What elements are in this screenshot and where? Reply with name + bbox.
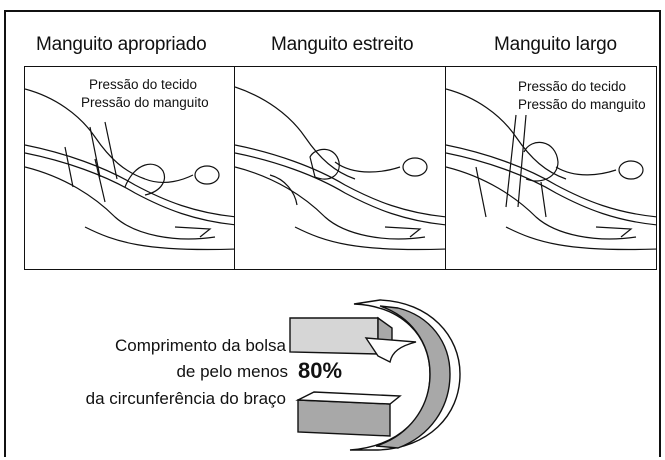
caption-line-1: Comprimento da bolsa	[114, 336, 286, 355]
forearm-outline	[84, 226, 235, 251]
narrow-bladder	[309, 148, 340, 180]
pressure-pointer-lines	[89, 121, 118, 180]
arm-illustration-appropriate	[25, 88, 235, 251]
cuff-edge-lines	[64, 146, 106, 203]
cuff-bladder-illustration	[289, 299, 461, 451]
bladder-outline	[124, 163, 166, 196]
wide-bladder	[523, 141, 559, 182]
label-tissue-pressure: Pressão do tecido	[89, 77, 198, 92]
panel-title-narrow: Manguito estreito	[271, 34, 414, 55]
arm-illustration-narrow	[235, 86, 445, 251]
panel-appropriate-cuff: Pressão do tecido Pressão do manguito	[24, 66, 236, 270]
arm-vessel-top	[25, 144, 235, 218]
arm-lower-outline	[25, 166, 216, 240]
percent-value: 80%	[298, 358, 343, 383]
arm-illustration-wide	[446, 88, 656, 251]
label-tissue-pressure: Pressão do tecido	[518, 79, 627, 94]
cuff-inner-shade	[375, 305, 451, 449]
bladder-top-strip	[289, 317, 379, 355]
caption-line-3: da circunferência do braço	[85, 389, 286, 408]
bulb	[194, 165, 220, 185]
tube	[144, 174, 194, 183]
arm-vessel-bottom	[25, 152, 235, 226]
label-cuff-pressure: Pressão do manguito	[518, 97, 646, 112]
figure-border	[4, 10, 661, 457]
panel-title-wide: Manguito largo	[494, 34, 617, 55]
panel-narrow-cuff	[234, 66, 446, 270]
label-cuff-pressure: Pressão do manguito	[81, 95, 209, 110]
hand-outline	[174, 226, 212, 238]
bladder-bottom-strip	[297, 399, 391, 437]
panel-wide-cuff: Pressão do tecido Pressão do manguito	[445, 66, 657, 270]
arrow-head	[364, 337, 417, 364]
panel-title-appropriate: Manguito apropriado	[36, 34, 207, 55]
pressure-pointer-lines	[505, 114, 527, 208]
caption-line-2: de pelo menos	[176, 362, 288, 381]
arm-upper-outline	[25, 88, 146, 180]
